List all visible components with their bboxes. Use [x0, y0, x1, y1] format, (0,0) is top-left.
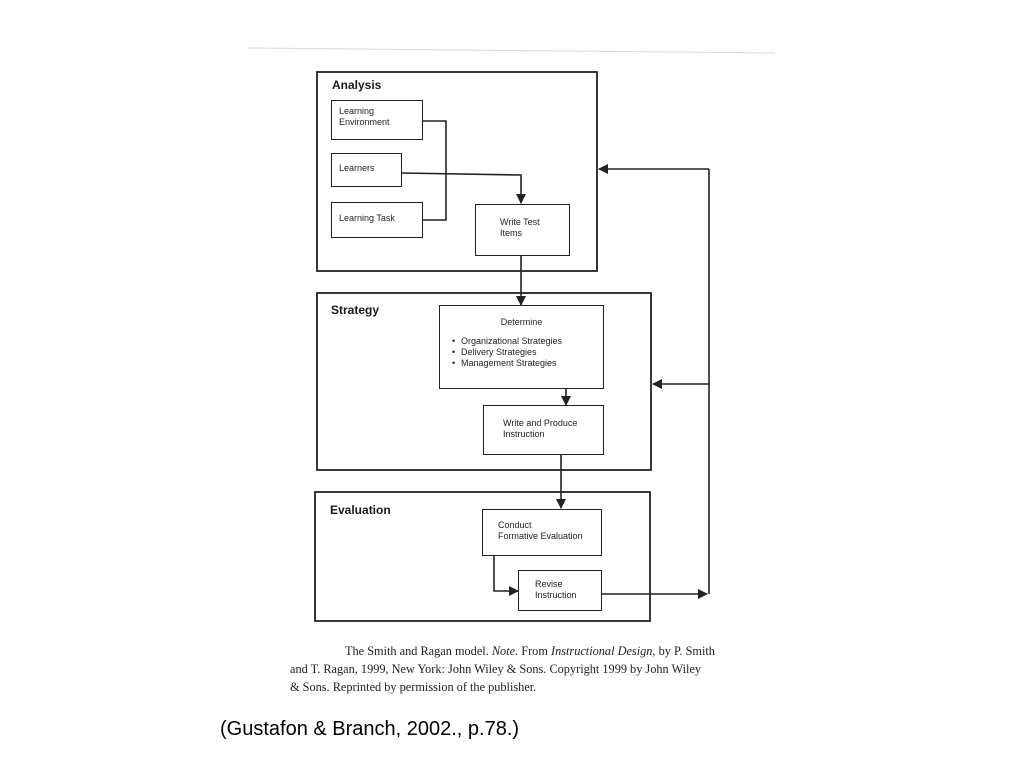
- determine-box: Determine Organizational Strategies Deli…: [439, 305, 604, 389]
- caption-model-name: The Smith and Ragan model.: [345, 644, 492, 658]
- learning-environment-line-2: Environment: [339, 117, 390, 127]
- learning-task-box: Learning Task: [331, 202, 423, 238]
- figure-caption: The Smith and Ragan model. Note. From In…: [290, 642, 720, 696]
- caption-from: From: [518, 644, 551, 658]
- learning-environment-box: Learning Environment: [331, 100, 423, 140]
- citation-text: (Gustafon & Branch, 2002., p.78.): [220, 718, 520, 740]
- bullet-organizational-strategies: Organizational Strategies: [452, 336, 596, 347]
- determine-bullet-list: Organizational Strategies Delivery Strat…: [447, 336, 596, 369]
- caption-book-title: Instructional Design,: [550, 644, 656, 658]
- bullet-delivery-strategies: Delivery Strategies: [452, 347, 596, 358]
- revise-instruction-line-2: Instruction: [535, 590, 577, 600]
- caption-line-3: & Sons. Reprinted by permission of the p…: [290, 680, 537, 694]
- arrow-conduct-to-revise: [493, 556, 519, 596]
- conduct-formative-box: Conduct Formative Evaluation: [482, 509, 602, 556]
- bullet-management-strategies: Management Strategies: [452, 358, 596, 369]
- learning-task-label: Learning Task: [339, 213, 395, 223]
- write-test-items-box: Write Test Items: [475, 204, 570, 256]
- write-test-items-line-1: Write Test: [500, 217, 540, 227]
- caption-author: by P. Smith: [655, 644, 715, 658]
- conduct-formative-line-2: Formative Evaluation: [498, 531, 583, 541]
- write-produce-box: Write and Produce Instruction: [483, 405, 604, 455]
- strategy-title: Strategy: [331, 303, 380, 317]
- scan-edge-line: [247, 47, 776, 54]
- determine-title: Determine: [500, 317, 543, 327]
- caption-note: Note.: [491, 644, 519, 658]
- analysis-title: Analysis: [332, 78, 382, 92]
- write-produce-line-2: Instruction: [503, 429, 545, 439]
- learners-label: Learners: [339, 163, 375, 173]
- caption-line-1: The Smith and Ragan model. Note. From In…: [290, 642, 720, 660]
- connector-environment-task: [422, 120, 447, 221]
- write-produce-line-1: Write and Produce: [503, 418, 578, 428]
- revise-instruction-box: Revise Instruction: [518, 570, 602, 611]
- analysis-frame: [316, 71, 598, 272]
- evaluation-title: Evaluation: [330, 503, 391, 517]
- conduct-formative-line-1: Conduct: [498, 520, 532, 530]
- revise-instruction-line-1: Revise: [535, 579, 563, 589]
- arrow-learners-to-test-items: [400, 172, 526, 204]
- strategy-frame: [316, 292, 652, 471]
- learners-box: Learners: [331, 153, 402, 187]
- evaluation-frame: [314, 491, 651, 622]
- write-test-items-line-2: Items: [500, 228, 523, 238]
- caption-line-2: and T. Ragan, 1999, New York: John Wiley…: [290, 662, 702, 676]
- learning-environment-line-1: Learning: [339, 106, 375, 116]
